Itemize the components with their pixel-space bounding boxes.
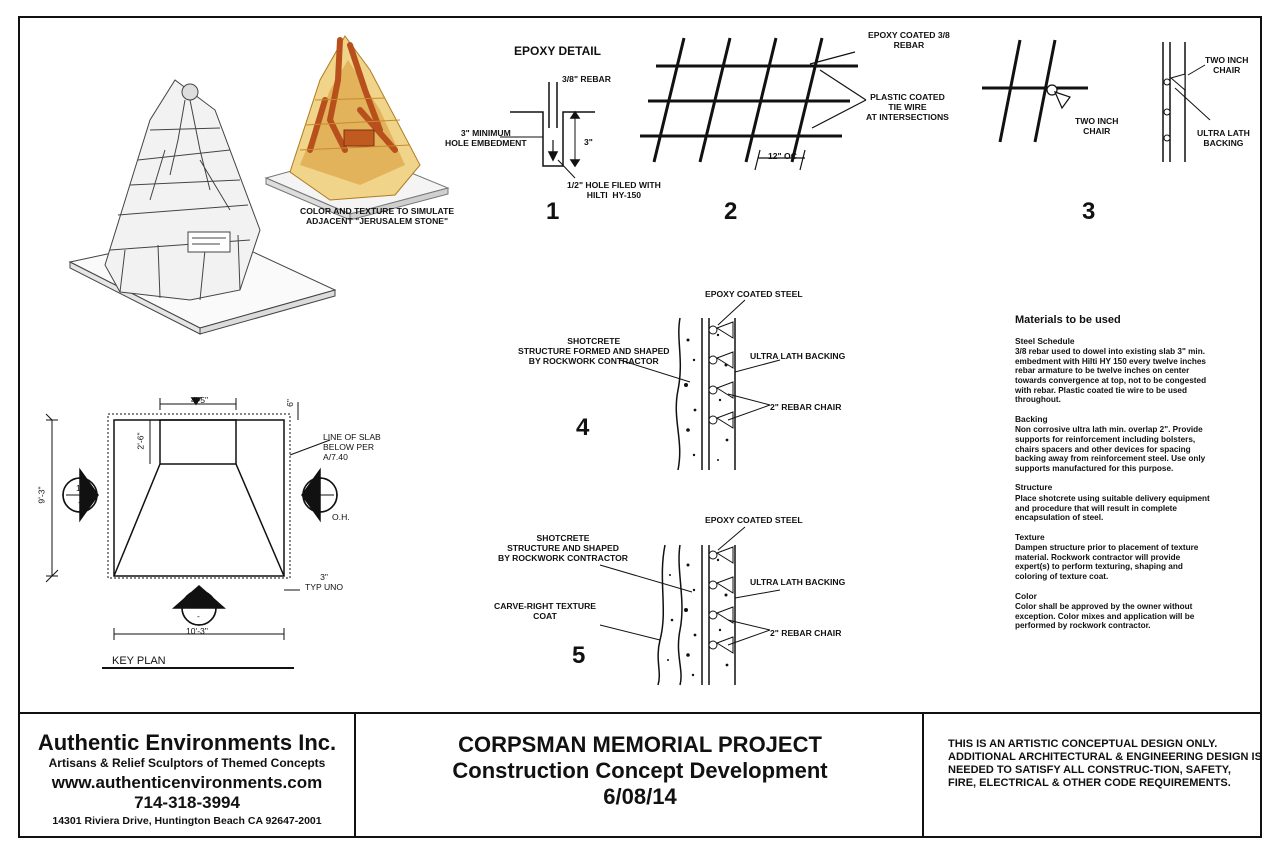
texture-text: Dampen structure prior to placement of t… <box>1015 543 1199 582</box>
memorial-color-rendering <box>264 35 450 221</box>
section-left-num: 1 <box>76 483 81 493</box>
detail-number-5: 5 <box>572 642 586 669</box>
drawing-sheet <box>18 16 1262 838</box>
section-right-num: 1 <box>316 483 321 493</box>
backing-text: Non corrosive ultra lath min. overlap 2"… <box>1015 425 1206 473</box>
detail-1-epoxy <box>500 82 595 179</box>
materials-heading: Materials to be used <box>1015 314 1121 326</box>
dim-26-label: 2'-6" <box>135 432 146 450</box>
title-block-disclaimer: THIS IS AN ARTISTIC CONCEPTUAL DESIGN ON… <box>922 712 1262 838</box>
oc-label: 12" OC <box>768 151 797 161</box>
oh-label: O.H. <box>332 512 350 522</box>
section-right-sub: - <box>318 497 321 507</box>
ultra-lath-label: ULTRA LATH BACKING <box>1197 128 1250 148</box>
memorial-sketch <box>68 79 337 335</box>
color-texture-label: COLOR AND TEXTURE TO SIMULATE ADJACENT "… <box>300 206 455 226</box>
epoxy-steel-5-label: EPOXY COATED STEEL <box>705 515 803 525</box>
detail-number-4: 4 <box>576 414 590 441</box>
hole-filled-label: 1/2" HOLE FILED WITH HILTI HY-150 <box>567 180 661 200</box>
detail-number-2: 2 <box>724 198 738 225</box>
company-phone: 714-318-3994 <box>134 793 240 812</box>
lath-4-label: ULTRA LATH BACKING <box>750 351 846 361</box>
structure-title: Structure <box>1015 482 1053 493</box>
detail-5-shotcrete-section <box>599 526 781 686</box>
min-hole-label: 3" MINIMUM HOLE EMBEDMENT <box>445 128 527 148</box>
company-address: 14301 Riviera Drive, Huntington Beach CA… <box>52 815 322 827</box>
rebar-label: 3/8" REBAR <box>562 74 611 84</box>
chair-4-label: 2" REBAR CHAIR <box>770 402 842 412</box>
detail-4-shotcrete-section <box>619 299 781 471</box>
steel-schedule-text: 3/8 rebar used to dowel into existing sl… <box>1015 347 1207 405</box>
dim-top-label: 4'-5" <box>191 395 209 405</box>
disclaimer-text: THIS IS AN ARTISTIC CONCEPTUAL DESIGN ON… <box>948 738 1262 789</box>
color-text: Color shall be approved by the owner wit… <box>1015 602 1195 631</box>
two-inch-chair-side-label: TWO INCH CHAIR <box>1205 55 1249 75</box>
detail-2-rebar-grid <box>640 37 867 171</box>
detail-number-3: 3 <box>1082 198 1096 225</box>
structure-text: Place shotcrete using suitable delivery … <box>1015 493 1210 523</box>
section-bottom-sub: - <box>197 611 200 621</box>
dim-left-label: 9'-3" <box>36 486 47 504</box>
company-name: Authentic Environments Inc. <box>37 730 337 755</box>
steel-schedule-title: Steel Schedule <box>1015 335 1075 346</box>
materials-notes: Materials to be used Steel Schedule 3/8 … <box>1015 314 1215 631</box>
epoxy-detail-title: EPOXY DETAIL <box>514 44 601 58</box>
title-block-company: Authentic Environments Inc. Artisans & R… <box>18 712 356 838</box>
section-left-sub: - <box>78 497 81 507</box>
lath-5-label: ULTRA LATH BACKING <box>750 577 846 587</box>
project-title: CORPSMAN MEMORIAL PROJECT <box>458 732 822 757</box>
key-plan-drawing <box>45 397 338 669</box>
epoxy-coated-rebar-label: EPOXY COATED 3/8 REBAR <box>868 30 950 50</box>
dim-6-label: 6" <box>284 399 295 407</box>
chair-5-label: 2" REBAR CHAIR <box>770 628 842 638</box>
shotcrete-4-label: SHOTCRETE STRUCTURE FORMED AND SHAPED BY… <box>518 336 670 366</box>
plastic-tie-label: PLASTIC COATED TIE WIRE AT INTERSECTIONS <box>866 92 949 122</box>
project-subtitle: Construction Concept Development <box>452 758 828 783</box>
slab-note-label: LINE OF SLAB BELOW PER A/7.40 <box>323 432 381 462</box>
title-block-project: CORPSMAN MEMORIAL PROJECT Construction C… <box>354 712 924 838</box>
detail-3-two-inch-chair <box>982 39 1211 162</box>
backing-title: Backing <box>1015 413 1048 424</box>
two-inch-chair-label: TWO INCH CHAIR <box>1075 116 1119 136</box>
epoxy-steel-4-label: EPOXY COATED STEEL <box>705 289 803 299</box>
shotcrete-5-label: SHOTCRETE STRUCTURE AND SHAPED BY ROCKWO… <box>498 533 629 563</box>
company-website: www.authenticenvironments.com <box>51 773 323 792</box>
color-title: Color <box>1015 590 1037 601</box>
depth-label: 3" <box>584 137 593 147</box>
detail-number-1: 1 <box>546 198 560 225</box>
section-bottom-num: 2 <box>195 597 200 607</box>
company-tagline: Artisans & Relief Sculptors of Themed Co… <box>48 756 326 770</box>
texture-title: Texture <box>1015 531 1045 542</box>
carve-right-label: CARVE-RIGHT TEXTURE COAT <box>494 601 597 621</box>
project-date: 6/08/14 <box>603 784 677 809</box>
typ-label: 3" TYP UNO <box>305 572 344 592</box>
dim-bottom-label: 10'-3" <box>186 626 208 636</box>
key-plan-title: KEY PLAN <box>112 655 166 667</box>
